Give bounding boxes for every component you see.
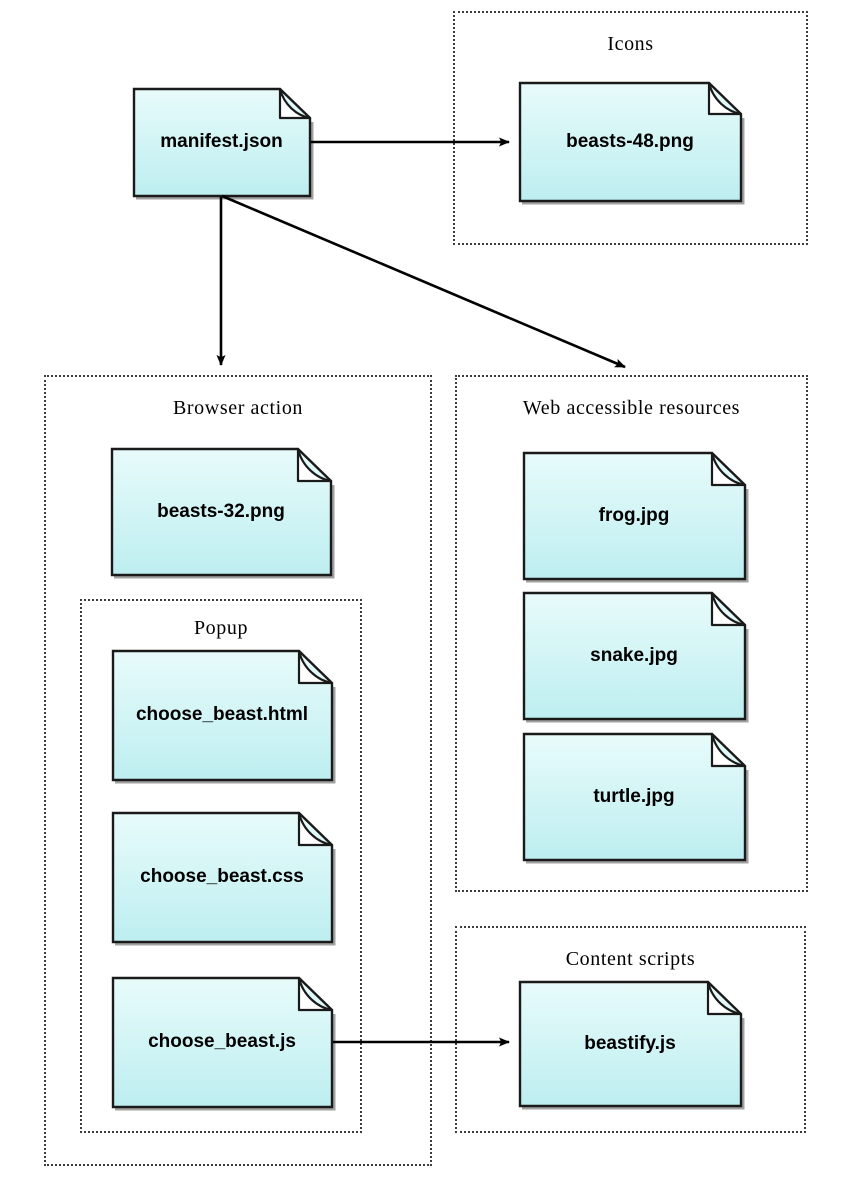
file-node-choose-beast-js[interactable]: choose_beast.js	[111, 976, 336, 1111]
group-icons: Icons	[453, 11, 808, 245]
file-node-choose-beast-css[interactable]: choose_beast.css	[111, 811, 336, 946]
group-content-scripts: Content scripts	[455, 926, 806, 1133]
group-label-browser-action: Browser action	[172, 397, 304, 419]
file-node-beasts-48-png[interactable]: beasts-48.png	[518, 81, 745, 205]
group-label-popup: Popup	[193, 617, 249, 639]
file-node-snake-jpg[interactable]: snake.jpg	[522, 591, 749, 723]
file-node-choose-beast-html[interactable]: choose_beast.html	[111, 649, 336, 784]
file-node-beasts-32-png[interactable]: beasts-32.png	[110, 447, 335, 579]
group-label-icons: Icons	[607, 33, 654, 55]
file-node-turtle-jpg[interactable]: turtle.jpg	[522, 732, 749, 864]
file-node-frog-jpg[interactable]: frog.jpg	[522, 451, 749, 583]
group-browser-action: Browser action	[44, 375, 432, 1166]
file-node-manifest-json[interactable]: manifest.json	[132, 87, 314, 200]
file-node-beastify-js[interactable]: beastify.js	[518, 980, 745, 1110]
group-popup: Popup	[80, 599, 362, 1133]
group-label-content-scripts: Content scripts	[565, 948, 696, 970]
group-web-accessible-resources: Web accessible resources	[455, 375, 808, 892]
group-label-web-accessible-resources: Web accessible resources	[522, 397, 741, 419]
